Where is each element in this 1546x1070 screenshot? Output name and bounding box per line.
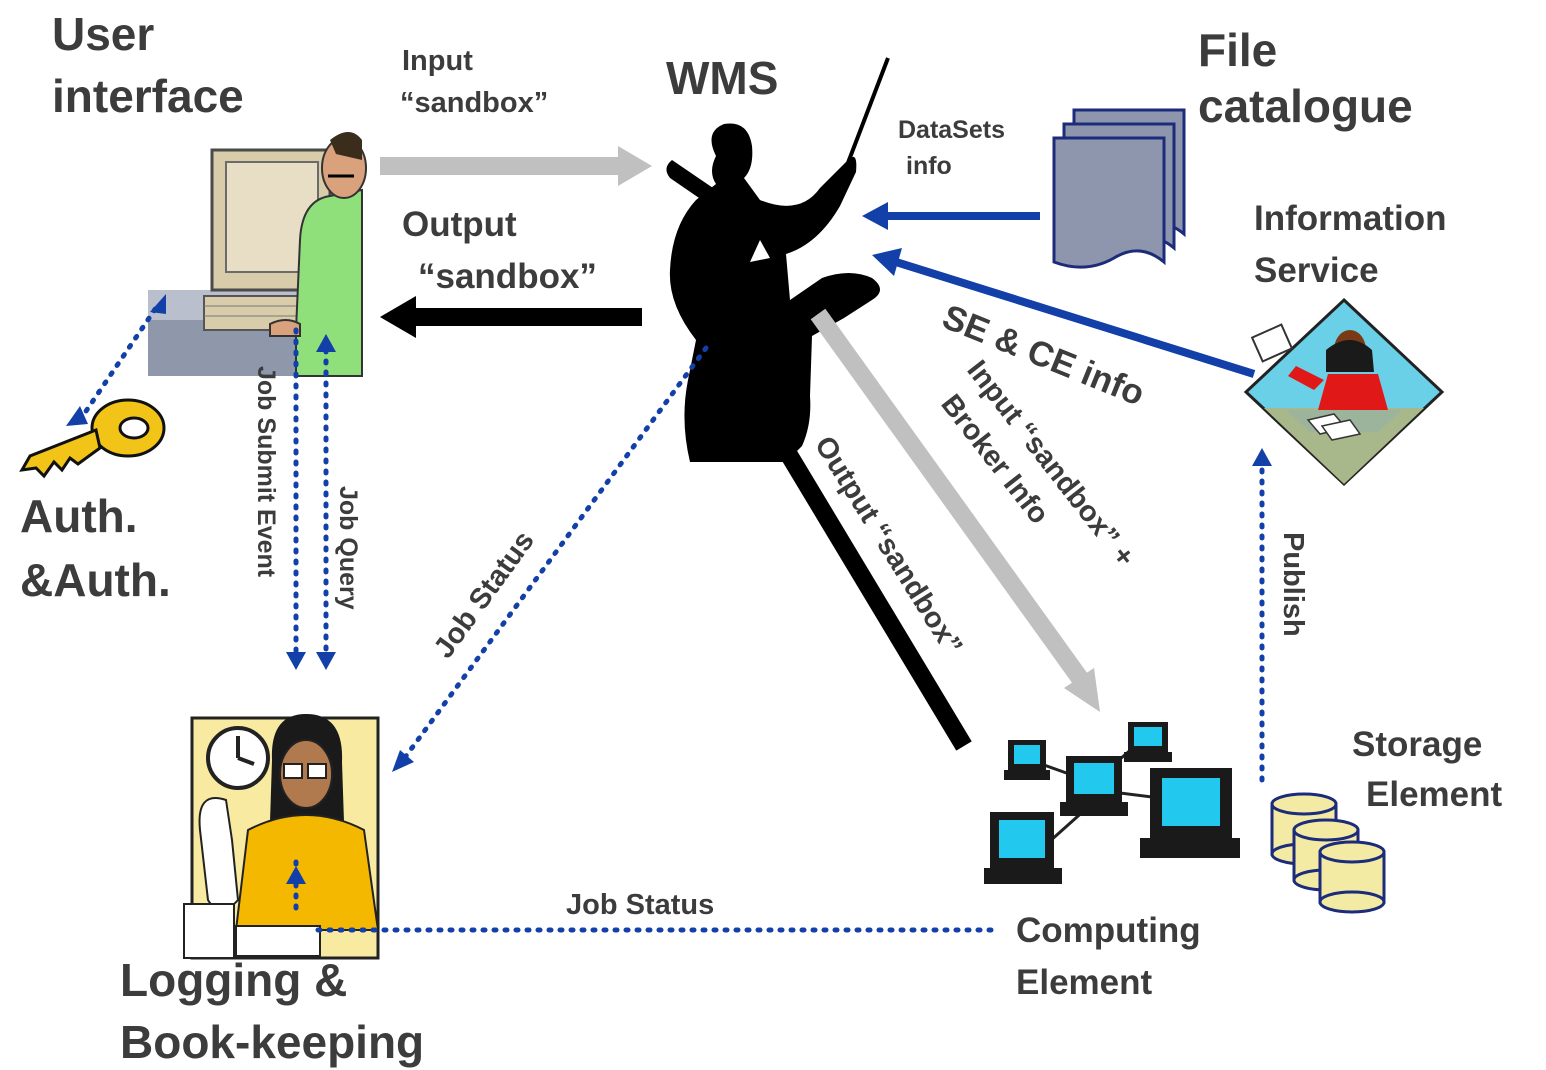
computer-user-icon — [148, 132, 367, 377]
label-job-query: Job Query — [334, 486, 362, 610]
label-publish: Publish — [1277, 532, 1309, 637]
edge-input-broker-arrow — [810, 308, 1100, 712]
edge-output-sandbox-arrow — [380, 296, 642, 338]
label-datasets-info-line1: DataSets — [898, 116, 1005, 144]
arrowhead-job-query-up — [316, 334, 336, 352]
label-file-catalogue-line1: File — [1198, 24, 1277, 76]
label-output-sandbox-line2: “sandbox” — [418, 257, 597, 296]
arrowhead-job-query-down — [316, 652, 336, 670]
label-logging-line2: Book-keeping — [120, 1016, 424, 1068]
label-logging-line1: Logging & — [120, 954, 347, 1006]
conductor-icon — [666, 57, 890, 462]
label-computing-element-line1: Computing — [1016, 911, 1201, 950]
edge-datasets-info-arrow — [862, 202, 1040, 230]
label-storage-element-line1: Storage — [1352, 725, 1482, 764]
arrowhead-publish — [1252, 448, 1272, 466]
label-datasets-info-line2: info — [906, 152, 952, 180]
edge-job-status-wms-dotted — [403, 345, 709, 759]
arrowhead-auth-key — [66, 406, 88, 426]
label-wms: WMS — [666, 52, 778, 104]
label-information-service-line1: Information — [1254, 199, 1446, 238]
label-input-sandbox-line1: Input — [402, 45, 473, 77]
label-information-service-line2: Service — [1254, 251, 1379, 290]
edge-auth-dotted — [77, 299, 163, 423]
arrowhead-auth-ui — [150, 294, 166, 314]
label-user-interface-line1: User — [52, 8, 154, 60]
arrowhead-job-submit — [286, 652, 306, 670]
key-icon — [19, 398, 166, 479]
documents-stack-icon — [1052, 108, 1186, 269]
label-storage-element-line2: Element — [1366, 775, 1502, 814]
bookkeeper-icon — [183, 714, 380, 960]
label-job-submit-event: Job Submit Event — [252, 366, 280, 578]
label-job-status-ce: Job Status — [566, 889, 714, 921]
label-output-sandbox-line1: Output — [402, 205, 517, 244]
label-se-ce-info: SE & CE info — [937, 297, 1150, 413]
label-auth-line1: Auth. — [20, 490, 138, 542]
computer-network-icon — [984, 722, 1240, 884]
label-user-interface-line2: interface — [52, 70, 244, 122]
label-input-sandbox-line2: “sandbox” — [400, 87, 548, 119]
clerk-diamond-icon — [1243, 297, 1445, 487]
database-cylinders-icon — [1270, 792, 1386, 914]
edge-output-sandbox-ce-line — [754, 405, 972, 751]
label-computing-element-line2: Element — [1016, 963, 1152, 1002]
label-file-catalogue-line2: catalogue — [1198, 80, 1413, 132]
arrowhead-logging-up — [286, 866, 306, 884]
arrowhead-job-status-wms — [392, 750, 414, 772]
label-auth-line2: &Auth. — [20, 554, 171, 606]
edge-se-ce-info-arrow — [872, 248, 1256, 378]
edge-input-sandbox-arrow — [380, 146, 652, 186]
